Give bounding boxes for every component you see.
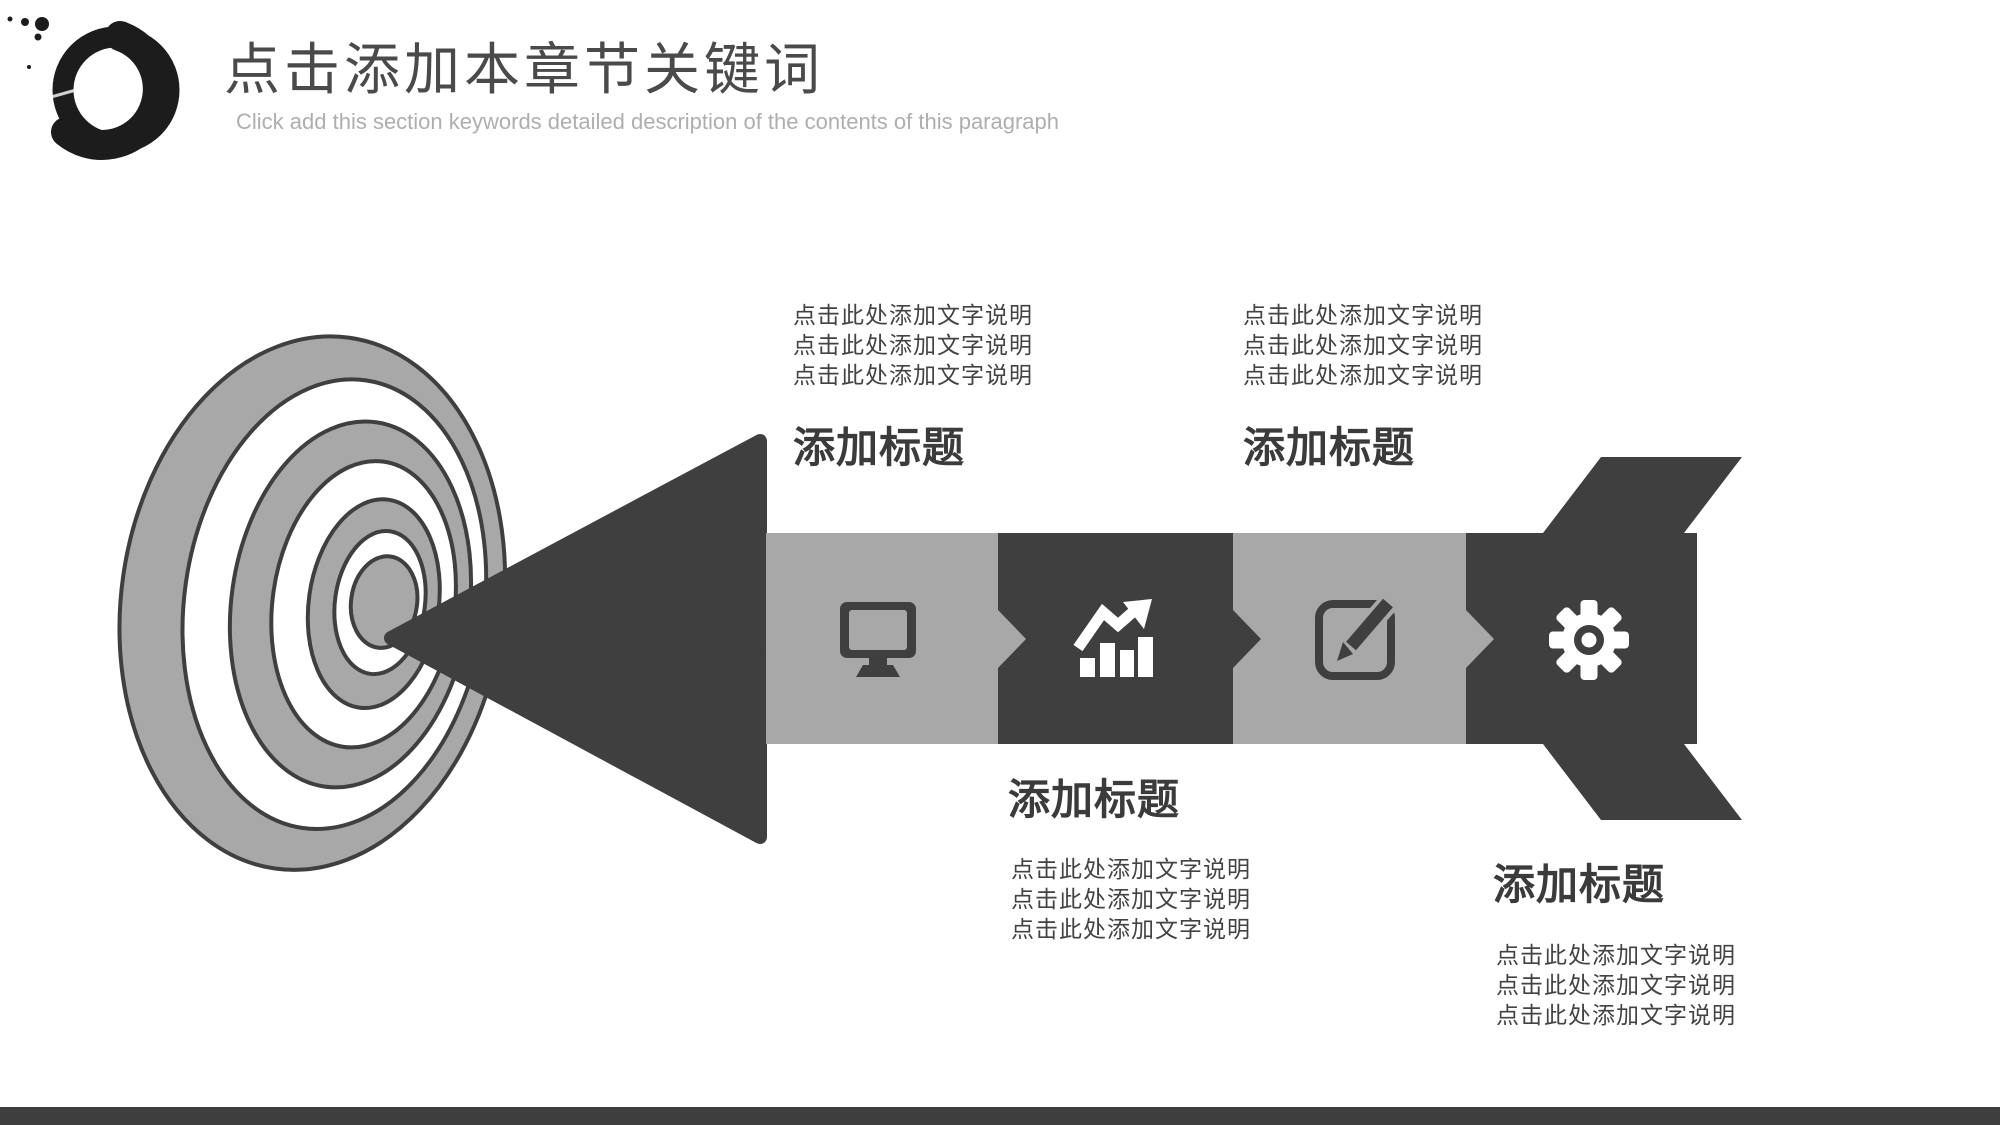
description-line: 点击此处添加文字说明 — [793, 362, 1033, 388]
gear-icon — [1549, 600, 1629, 680]
description-line: 点击此处添加文字说明 — [1243, 332, 1483, 358]
chevron-separator — [1233, 610, 1261, 668]
callout-bottom-2-title[interactable]: 添加标题 — [1493, 861, 1666, 908]
callout-bottom-2-description[interactable]: 点击此处添加文字说明 点击此处添加文字说明 点击此处添加文字说明 — [1496, 940, 1736, 1030]
ink-enso-logo — [7, 16, 180, 160]
ink-splatter-dot — [34, 33, 42, 41]
callout-top-2-description[interactable]: 点击此处添加文字说明 点击此处添加文字说明 点击此处添加文字说明 — [1243, 300, 1483, 390]
description-line: 点击此处添加文字说明 — [1496, 972, 1736, 998]
description-line: 点击此处添加文字说明 — [793, 332, 1033, 358]
callout-bottom-1-title[interactable]: 添加标题 — [1008, 776, 1181, 823]
chevron-separator — [998, 610, 1026, 668]
description-line: 点击此处添加文字说明 — [1011, 916, 1251, 942]
monitor-icon — [840, 602, 916, 677]
ink-splatter-dot — [27, 65, 31, 69]
page-subtitle[interactable]: Click add this section keywords detailed… — [236, 109, 1060, 134]
ink-splatter-dot — [35, 17, 49, 31]
description-line: 点击此处添加文字说明 — [1243, 362, 1483, 388]
edit-icon — [1315, 594, 1398, 680]
callout-top-1-description[interactable]: 点击此处添加文字说明 点击此处添加文字说明 点击此处添加文字说明 — [793, 300, 1033, 390]
footer-bar — [0, 1107, 2000, 1125]
callout-top-1-title[interactable]: 添加标题 — [793, 424, 966, 471]
description-line: 点击此处添加文字说明 — [1011, 886, 1251, 912]
description-line: 点击此处添加文字说明 — [1011, 856, 1251, 882]
description-line: 点击此处添加文字说明 — [793, 302, 1033, 328]
growth-chart-icon — [1073, 599, 1153, 677]
ink-splatter-dot — [21, 18, 29, 26]
description-line: 点击此处添加文字说明 — [1496, 1002, 1736, 1028]
description-line: 点击此处添加文字说明 — [1243, 302, 1483, 328]
description-line: 点击此处添加文字说明 — [1496, 942, 1736, 968]
process-step-2 — [998, 533, 1233, 744]
chevron-separator — [1466, 610, 1494, 668]
callout-top-2-title[interactable]: 添加标题 — [1243, 424, 1416, 471]
page-title[interactable]: 点击添加本章节关键词 — [224, 38, 824, 101]
callout-bottom-1-description[interactable]: 点击此处添加文字说明 点击此处添加文字说明 点击此处添加文字说明 — [1011, 854, 1251, 944]
ink-splatter-dot — [7, 16, 13, 22]
